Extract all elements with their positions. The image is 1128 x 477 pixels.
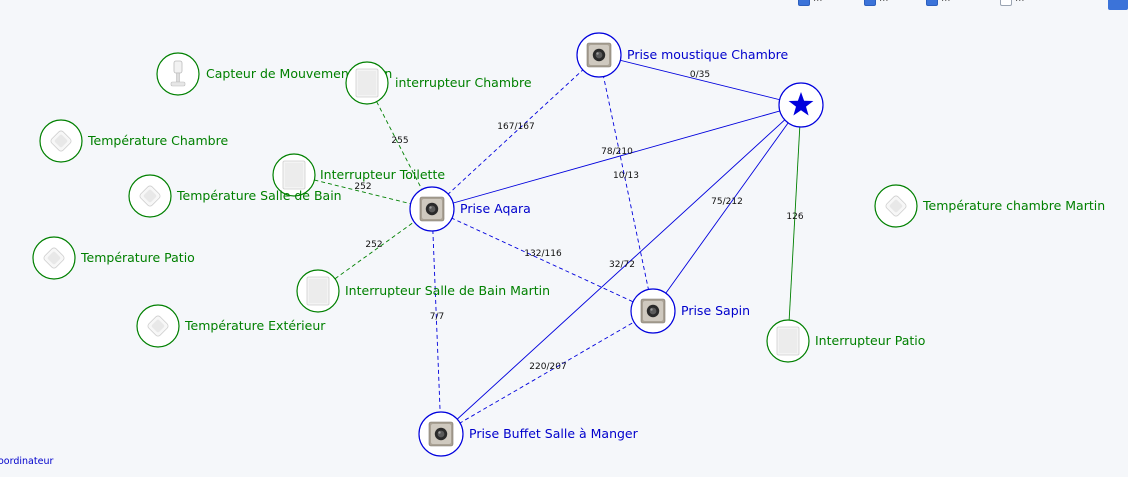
- wall-switch-icon: [355, 68, 379, 98]
- node-buffet[interactable]: Prise Buffet Salle à Manger: [418, 411, 639, 457]
- link-quality-label: 132/116: [524, 249, 562, 259]
- smart-plug-icon: [419, 196, 445, 222]
- node-int-patio[interactable]: Interrupteur Patio: [766, 319, 925, 363]
- node-label: Température chambre Martin: [922, 198, 1105, 213]
- node-label: Interrupteur Salle de Bain Martin: [345, 283, 550, 298]
- link-aqara-buffet[interactable]: [431, 208, 442, 435]
- node-label: Prise moustique Chambre: [627, 47, 789, 62]
- node-label: Interrupteur Patio: [815, 333, 925, 348]
- link-int_sdb-aqara[interactable]: [317, 208, 433, 292]
- link-sapin-coord[interactable]: [652, 104, 802, 312]
- node-moustique[interactable]: Prise moustique Chambre: [576, 32, 789, 78]
- smart-plug-icon: [640, 298, 666, 324]
- temperature-sensor-icon: [885, 195, 907, 217]
- node-label: interrupteur Chambre: [395, 75, 532, 90]
- link-quality-label: 75/212: [711, 197, 743, 207]
- option-checkbox-4[interactable]: [1000, 0, 1012, 6]
- link-buffet-coord[interactable]: [440, 104, 802, 435]
- node-coord[interactable]: [778, 82, 824, 128]
- node-sapin[interactable]: Prise Sapin: [630, 288, 750, 334]
- option-checkbox-3[interactable]: [926, 0, 938, 6]
- temperature-sensor-icon: [50, 130, 72, 152]
- node-int-toilette[interactable]: Interrupteur Toilette: [272, 153, 445, 197]
- node-label: Interrupteur Toilette: [320, 167, 445, 182]
- node-temp-chambre[interactable]: Température Chambre: [39, 119, 228, 163]
- node-label: Température Salle de Bain: [176, 188, 342, 203]
- link-int_chambre-aqara[interactable]: [366, 82, 433, 210]
- node-label: Température Chambre: [87, 133, 228, 148]
- node-int-sdb[interactable]: Interrupteur Salle de Bain Martin: [296, 269, 550, 313]
- temperature-sensor-icon: [139, 185, 161, 207]
- wall-switch-icon: [776, 326, 800, 356]
- option-checkbox-2[interactable]: [864, 0, 876, 6]
- edge-labels-layer: 0/35 78/210 75/212 32/72 126 167/167 10/13 132/…: [354, 70, 803, 372]
- link-quality-label: 7/7: [430, 312, 444, 322]
- node-aqara[interactable]: Prise Aqara: [409, 186, 531, 232]
- wall-switch-icon: [282, 160, 306, 190]
- motion-sensor-icon: [170, 60, 186, 87]
- smart-plug-icon: [428, 421, 454, 447]
- link-quality-label: 10/13: [613, 171, 639, 181]
- node-label: Température Extérieur: [184, 318, 326, 333]
- node-label: Capteur de Mouvement Salon: [206, 66, 392, 81]
- coordinator-legend-link[interactable]: oordinateur: [0, 456, 54, 467]
- node-int-chambre[interactable]: interrupteur Chambre: [345, 61, 532, 105]
- link-int_patio-coord[interactable]: [787, 104, 802, 342]
- link-quality-label: 78/210: [601, 147, 633, 157]
- node-label: Prise Buffet Salle à Manger: [469, 426, 639, 441]
- link-quality-label: 252: [365, 240, 382, 250]
- node-label: Prise Sapin: [681, 303, 750, 318]
- edges-layer: [293, 54, 802, 435]
- option-checkbox-1[interactable]: [798, 0, 810, 6]
- option-label-1: …: [813, 0, 823, 4]
- link-quality-label: 32/72: [609, 260, 635, 270]
- option-label-4: …: [1015, 0, 1025, 4]
- temperature-sensor-icon: [147, 315, 169, 337]
- node-temp-ext[interactable]: Température Extérieur: [136, 304, 326, 348]
- node-label: Prise Aqara: [460, 201, 531, 216]
- link-aqara-moustique[interactable]: [431, 54, 600, 210]
- wall-switch-icon: [306, 276, 330, 306]
- node-label: Température Patio: [80, 250, 195, 265]
- link-buffet-sapin[interactable]: [440, 310, 654, 435]
- temperature-sensor-icon: [43, 247, 65, 269]
- option-label-2: …: [879, 0, 889, 4]
- link-quality-label: 0/35: [690, 70, 710, 80]
- link-sapin-moustique[interactable]: [598, 54, 654, 312]
- link-quality-label: 255: [391, 136, 408, 146]
- link-quality-label: 126: [786, 212, 803, 222]
- link-int_toilette-aqara[interactable]: [293, 174, 433, 210]
- node-temp-martin[interactable]: Température chambre Martin: [874, 184, 1105, 228]
- link-moustique-coord[interactable]: [598, 54, 802, 106]
- link-aqara-sapin[interactable]: [431, 208, 654, 312]
- node-temp-sdb[interactable]: Température Salle de Bain: [128, 174, 342, 218]
- star-icon: [788, 92, 814, 116]
- link-aqara-coord[interactable]: [431, 104, 802, 210]
- link-quality-label: 167/167: [497, 122, 534, 132]
- refresh-button[interactable]: [1108, 0, 1128, 10]
- link-quality-label: 220/207: [529, 362, 566, 372]
- node-temp-patio[interactable]: Température Patio: [32, 236, 195, 280]
- node-capteur[interactable]: Capteur de Mouvement Salon: [156, 52, 392, 96]
- link-quality-label: 252: [354, 182, 371, 192]
- option-label-3: …: [941, 0, 951, 4]
- smart-plug-icon: [586, 42, 612, 68]
